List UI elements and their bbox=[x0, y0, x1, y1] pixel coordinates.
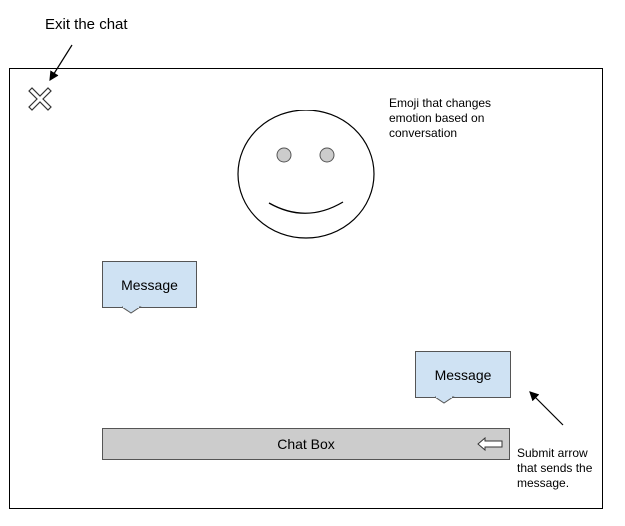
chat-window-frame bbox=[9, 68, 603, 509]
left-arrow-icon[interactable] bbox=[477, 437, 503, 451]
emoji-mouth bbox=[268, 201, 344, 214]
message-bubble: Message bbox=[415, 351, 511, 404]
close-icon[interactable] bbox=[26, 85, 54, 113]
emoji-annotation: Emoji that changes emotion based on conv… bbox=[389, 96, 492, 140]
emoji-left-eye bbox=[276, 147, 292, 163]
message-bubble-tail bbox=[435, 396, 455, 404]
message-bubble: Message bbox=[102, 261, 197, 314]
chat-box-input[interactable]: Chat Box bbox=[102, 428, 510, 460]
submit-annotation: Submit arrow that sends the message. bbox=[517, 446, 593, 490]
message-bubble-body: Message bbox=[102, 261, 197, 308]
emoji-face bbox=[237, 110, 375, 239]
emoji-head bbox=[237, 110, 375, 239]
emoji-right-eye bbox=[319, 147, 335, 163]
message-bubble-tail bbox=[122, 306, 142, 314]
message-bubble-body: Message bbox=[415, 351, 511, 398]
exit-annotation: Exit the chat bbox=[45, 16, 128, 33]
